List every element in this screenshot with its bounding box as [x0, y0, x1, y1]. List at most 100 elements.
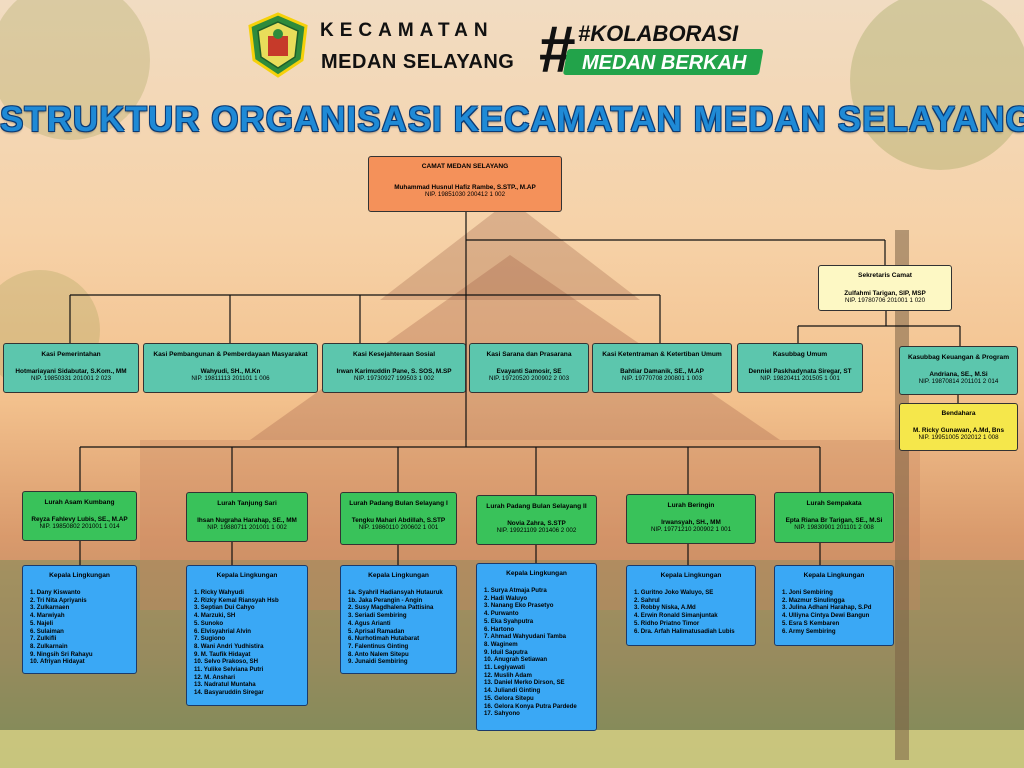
lurah-title: Lurah Padang Bulan Selayang I [341, 500, 456, 508]
lurah-name: Irwansyah, SH., MM [627, 519, 755, 526]
kasi-title: Kasi Ketentraman & Ketertiban Umum [593, 351, 731, 359]
lurah-nip: NIP. 19850802 201001 1 014 [23, 523, 136, 530]
lurah-name: Reyza Fahlevy Lubis, SE., M.AP [23, 516, 136, 523]
bendahara-title: Bendahara [900, 410, 1017, 418]
kepala-lingkungan-item: 4. Erwin Ronald Simanjuntak [634, 612, 755, 620]
kepala-lingkungan-item: 2. Tri Nita Apriyanis [30, 597, 136, 605]
kasi-box: Kasi Kesejahteraan Sosial Irwan Karimudd… [322, 343, 466, 393]
kepala-lingkungan-item: 10. Afriyan Hidayat [30, 658, 136, 666]
kasi-title: Kasi Pemerintahan [4, 351, 138, 359]
kasi-box: Kasi Pemerintahan Hotmariayani Sidabutar… [3, 343, 139, 393]
kepala-lingkungan-box: Kepala Lingkungan 1a. Syahril Hadiansyah… [340, 565, 457, 674]
bendahara-name: M. Ricky Gunawan, A.Md, Bns [900, 427, 1017, 434]
kepala-lingkungan-item: 7. Sugiono [194, 635, 307, 643]
lurah-box: Lurah Padang Bulan Selayang II Novia Zah… [476, 495, 597, 545]
kepala-lingkungan-item: 1b. Jaka Perangin - Angin [348, 597, 456, 605]
kasi-name: Irwan Karimuddin Pane, S. SOS, M.SP [323, 368, 465, 375]
lurah-box: Lurah Padang Bulan Selayang I Tengku Mah… [340, 492, 457, 545]
kepala-lingkungan-heading: Kepala Lingkungan [187, 572, 307, 579]
kepala-lingkungan-item: 4. Purwanto [484, 610, 596, 618]
kepala-lingkungan-item: 3. Septian Dui Cahyo [194, 604, 307, 612]
lurah-name: Epta Riana Br Tarigan, SE., M.Si [775, 517, 893, 524]
kepala-lingkungan-item: 5. Esra S Kembaren [782, 620, 893, 628]
kasi-nip: NIP. 19820411 201505 1 001 [738, 375, 862, 382]
kasi-nip: NIP. 19811113 201101 1 006 [144, 375, 317, 382]
lurah-nip: NIP. 19860110 200602 1 001 [341, 524, 456, 531]
lurah-title: Lurah Tanjung Sari [187, 500, 307, 508]
kepala-lingkungan-item: 14. Basyaruddin Siregar [194, 689, 307, 697]
kepala-lingkungan-item: 13. Daniel Merko Dirson, SE [484, 679, 596, 687]
lurah-title: Lurah Asam Kumbang [23, 499, 136, 507]
kasi-box: Kasubbag Umum Denniel Paskhadynata Sireg… [737, 343, 863, 393]
kepala-lingkungan-item: 6. Sulaiman [30, 628, 136, 636]
lurah-name: Novia Zahra, S.STP [477, 520, 596, 527]
sekretaris-title: Sekretaris Camat [819, 272, 951, 280]
kepala-lingkungan-item: 8. Anto Nalem Sitepu [348, 651, 456, 659]
lurah-nip: NIP. 19830901 201101 2 008 [775, 524, 893, 531]
kepala-lingkungan-box: Kepala Lingkungan 1. Surya Atmaja Putra2… [476, 563, 597, 731]
kepala-lingkungan-item: 3. Julina Adhani Harahap, S.Pd [782, 604, 893, 612]
kepala-lingkungan-item: 4. Agus Arianti [348, 620, 456, 628]
kepala-lingkungan-item: 9. M. Taufik Hidayat [194, 651, 307, 659]
lurah-name: Ihsan Nugraha Harahap, SE., MM [187, 517, 307, 524]
kepala-lingkungan-item: 3. Robby Niska, A.Md [634, 604, 755, 612]
lurah-title: Lurah Beringin [627, 502, 755, 510]
kepala-lingkungan-item: 6. Dra. Arfah Halimatusadiah Lubis [634, 628, 755, 636]
kepala-lingkungan-item: 5. Sunoko [194, 620, 307, 628]
hashtag-badge: # #KOLABORASI MEDAN BERKAH [536, 12, 786, 86]
kepala-lingkungan-item: 7. Zulkifli [30, 635, 136, 643]
bendahara-box: Bendahara M. Ricky Gunawan, A.Md, Bns NI… [899, 403, 1018, 451]
kepala-lingkungan-item: 2. Hadi Waluyo [484, 595, 596, 603]
kepala-lingkungan-item: 1a. Syahril Hadiansyah Hutauruk [348, 589, 456, 597]
kepala-lingkungan-item: 3. Zulkarnaen [30, 604, 136, 612]
kasi-nip: NIP. 19730927 199503 1 002 [323, 375, 465, 382]
kasi-name: Bahtiar Damanik, SE., M.AP [593, 368, 731, 375]
kepala-lingkungan-item: 5. Ridho Priatno Timor [634, 620, 755, 628]
kepala-lingkungan-item: 8. Zulkarnain [30, 643, 136, 651]
sekretaris-nip: NIP. 19780706 201001 1 020 [819, 297, 951, 304]
kepala-lingkungan-item: 2. Susy Magdhalena Pattisina [348, 604, 456, 612]
kepala-lingkungan-heading: Kepala Lingkungan [23, 572, 136, 579]
kepala-lingkungan-item: 11. Legiyawati [484, 664, 596, 672]
kasi-title: Kasubbag Umum [738, 351, 862, 359]
kepala-lingkungan-item: 6. Army Sembiring [782, 628, 893, 636]
kasi-box: Kasubbag Keuangan & Program Andriana, SE… [899, 346, 1018, 395]
kepala-lingkungan-item: 10. Anugrah Setiawan [484, 656, 596, 664]
kasi-nip: NIP. 19770708 200801 1 003 [593, 375, 731, 382]
kepala-lingkungan-heading: Kepala Lingkungan [477, 570, 596, 577]
kepala-lingkungan-item: 16. Gelora Konya Putra Pardede [484, 703, 596, 711]
kepala-lingkungan-item: 6. Hartono [484, 626, 596, 634]
kasi-title: Kasi Pembangunan & Pemberdayaan Masyarak… [144, 351, 317, 359]
kepala-lingkungan-item: 17. Sahyono [484, 710, 596, 718]
kasi-name: Andriana, SE., M.Si [900, 371, 1017, 378]
bendahara-nip: NIP. 19951005 202012 1 008 [900, 434, 1017, 441]
kepala-lingkungan-item: 4. Marwiyah [30, 612, 136, 620]
kepala-lingkungan-item: 14. Juliandi Ginting [484, 687, 596, 695]
camat-nip: NIP. 19851030 200412 1 002 [369, 191, 561, 198]
kepala-lingkungan-heading: Kepala Lingkungan [341, 572, 456, 579]
kepala-lingkungan-heading: Kepala Lingkungan [627, 572, 755, 579]
kepala-lingkungan-item: 1. Surya Atmaja Putra [484, 587, 596, 595]
sekretaris-box: Sekretaris Camat Zulfahmi Tarigan, SIP, … [818, 265, 952, 311]
kasi-name: Wahyudi, SH., M.Kn [144, 368, 317, 375]
kecamatan-emblem-icon [246, 12, 310, 78]
header-kecamatan: KECAMATAN [320, 20, 494, 42]
kepala-lingkungan-item: 5. Aprisal Ramadan [348, 628, 456, 636]
kasi-name: Evayanti Samosir, SE [470, 368, 588, 375]
lurah-box: Lurah Tanjung Sari Ihsan Nugraha Harahap… [186, 492, 308, 542]
kepala-lingkungan-item: 1. Ricky Wahyudi [194, 589, 307, 597]
kepala-lingkungan-item: 3. Seriadi Sembiring [348, 612, 456, 620]
hashtag-medan-berkah: MEDAN BERKAH [582, 52, 747, 74]
camat-title: CAMAT MEDAN SELAYANG [369, 163, 561, 171]
kasi-name: Hotmariayani Sidabutar, S.Kom., MM [4, 368, 138, 375]
kepala-lingkungan-box: Kepala Lingkungan 1. Guritno Joko Waluyo… [626, 565, 756, 646]
kasi-box: Kasi Sarana dan Prasarana Evayanti Samos… [469, 343, 589, 393]
kasi-box: Kasi Pembangunan & Pemberdayaan Masyarak… [143, 343, 318, 393]
kepala-lingkungan-item: 4. Ulliyna Cintya Dewi Bangun [782, 612, 893, 620]
kepala-lingkungan-item: 7. Ahmad Wahyudani Tamba [484, 633, 596, 641]
